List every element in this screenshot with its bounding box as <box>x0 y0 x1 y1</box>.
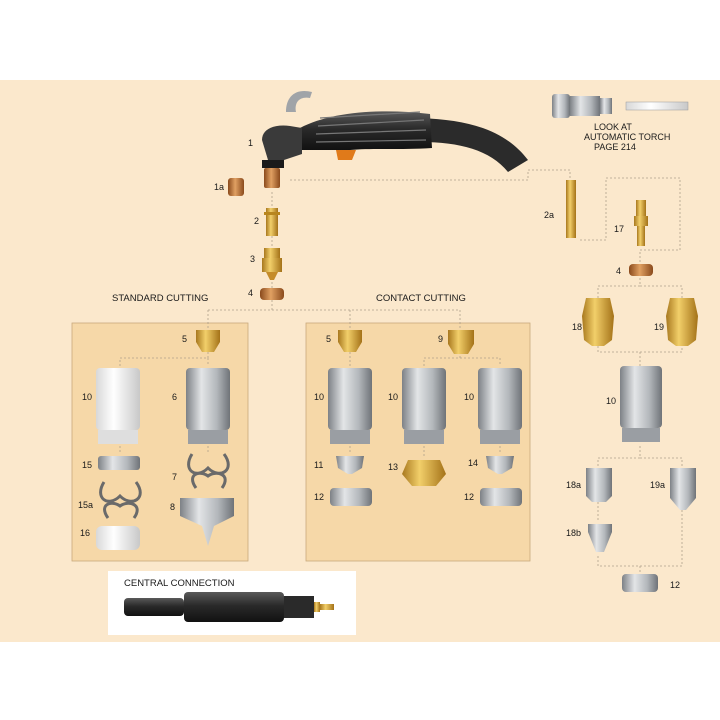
part-18b-spacer <box>588 524 612 552</box>
torch-handle <box>262 90 528 188</box>
part-10-thread-c <box>480 430 520 444</box>
note-line-1: LOOK AT <box>594 122 632 132</box>
label-12-right: 12 <box>670 580 680 590</box>
label-4: 4 <box>248 288 253 298</box>
label-12-a: 12 <box>314 492 324 502</box>
label-5-contact: 5 <box>326 334 331 344</box>
part-10-thread-white <box>98 430 138 444</box>
part-11-cap <box>336 456 364 474</box>
part-9-nozzle <box>448 330 474 354</box>
part-10-shroud-right <box>620 366 662 428</box>
label-6: 6 <box>172 392 177 402</box>
label-10-a: 10 <box>314 392 324 402</box>
note-line-3: PAGE 214 <box>594 142 636 152</box>
part-10-shroud-a <box>328 368 372 430</box>
part-5-nozzle-contact <box>338 330 362 352</box>
part-1a-nut <box>228 178 244 196</box>
part-18-nozzle <box>582 298 614 346</box>
label-15a: 15a <box>78 500 93 510</box>
part-15-spacer-ring <box>98 456 140 470</box>
label-10-b: 10 <box>388 392 398 402</box>
part-4-swirl-ring-right <box>629 264 653 276</box>
label-8: 8 <box>170 502 175 512</box>
label-13: 13 <box>388 462 398 472</box>
label-2a: 2a <box>544 210 554 220</box>
label-9: 9 <box>438 334 443 344</box>
part-3-diffuser <box>262 248 282 280</box>
part-6-thread <box>188 430 228 444</box>
label-3: 3 <box>250 254 255 264</box>
label-18a: 18a <box>566 480 581 490</box>
part-19a-nozzle <box>670 468 696 510</box>
part-10-shroud-c <box>478 368 522 430</box>
part-6-shroud <box>186 368 230 430</box>
label-10-c: 10 <box>464 392 474 402</box>
part-2-band <box>264 212 280 215</box>
label-4-right: 4 <box>616 266 621 276</box>
part-4-swirl-ring <box>260 288 284 300</box>
part-14-cap <box>486 456 514 474</box>
contact-cutting-title: CONTACT CUTTING <box>376 293 466 304</box>
part-10-shroud-b <box>402 368 446 430</box>
part-16-shield-cap <box>96 526 140 550</box>
part-19-nozzle <box>666 298 698 346</box>
part-15a-spring <box>99 481 142 519</box>
label-12-b: 12 <box>464 492 474 502</box>
part-12-shield-right <box>622 574 658 592</box>
label-2: 2 <box>254 216 259 226</box>
label-10-right: 10 <box>606 396 616 406</box>
label-10-white: 10 <box>82 392 92 402</box>
part-12-shield-b <box>480 488 522 506</box>
label-7: 7 <box>172 472 177 482</box>
part-2a-electrode-long <box>566 180 576 238</box>
part-17-electrode <box>634 200 648 246</box>
part-8-drag-tip <box>180 498 234 546</box>
label-1a: 1a <box>214 182 224 192</box>
part-18a-nozzle <box>586 468 612 502</box>
central-connection-assembly <box>124 592 334 622</box>
part-7-spring <box>187 453 230 489</box>
label-11: 11 <box>314 460 323 470</box>
central-connection-title: CENTRAL CONNECTION <box>124 578 235 589</box>
part-13-cap <box>402 460 446 486</box>
connector-lines <box>119 169 683 572</box>
note-line-2: AUTOMATIC TORCH <box>584 132 670 142</box>
automatic-torch-thumbnail <box>552 94 689 118</box>
label-18b: 18b <box>566 528 581 538</box>
part-10-thread-a <box>330 430 370 444</box>
label-15: 15 <box>82 460 92 470</box>
part-10-shroud-white <box>96 368 140 430</box>
label-5-standard: 5 <box>182 334 187 344</box>
label-14: 14 <box>468 458 478 468</box>
label-19: 19 <box>654 322 664 332</box>
part-12-shield-a <box>330 488 372 506</box>
standard-cutting-title: STANDARD CUTTING <box>112 293 208 304</box>
label-1: 1 <box>248 138 253 148</box>
label-18: 18 <box>572 322 582 332</box>
label-19a: 19a <box>650 480 665 490</box>
part-10-thread-b <box>404 430 444 444</box>
part-10-thread-right <box>622 428 660 442</box>
label-16: 16 <box>80 528 90 538</box>
part-5-nozzle-standard <box>196 330 220 352</box>
label-17: 17 <box>614 224 624 234</box>
